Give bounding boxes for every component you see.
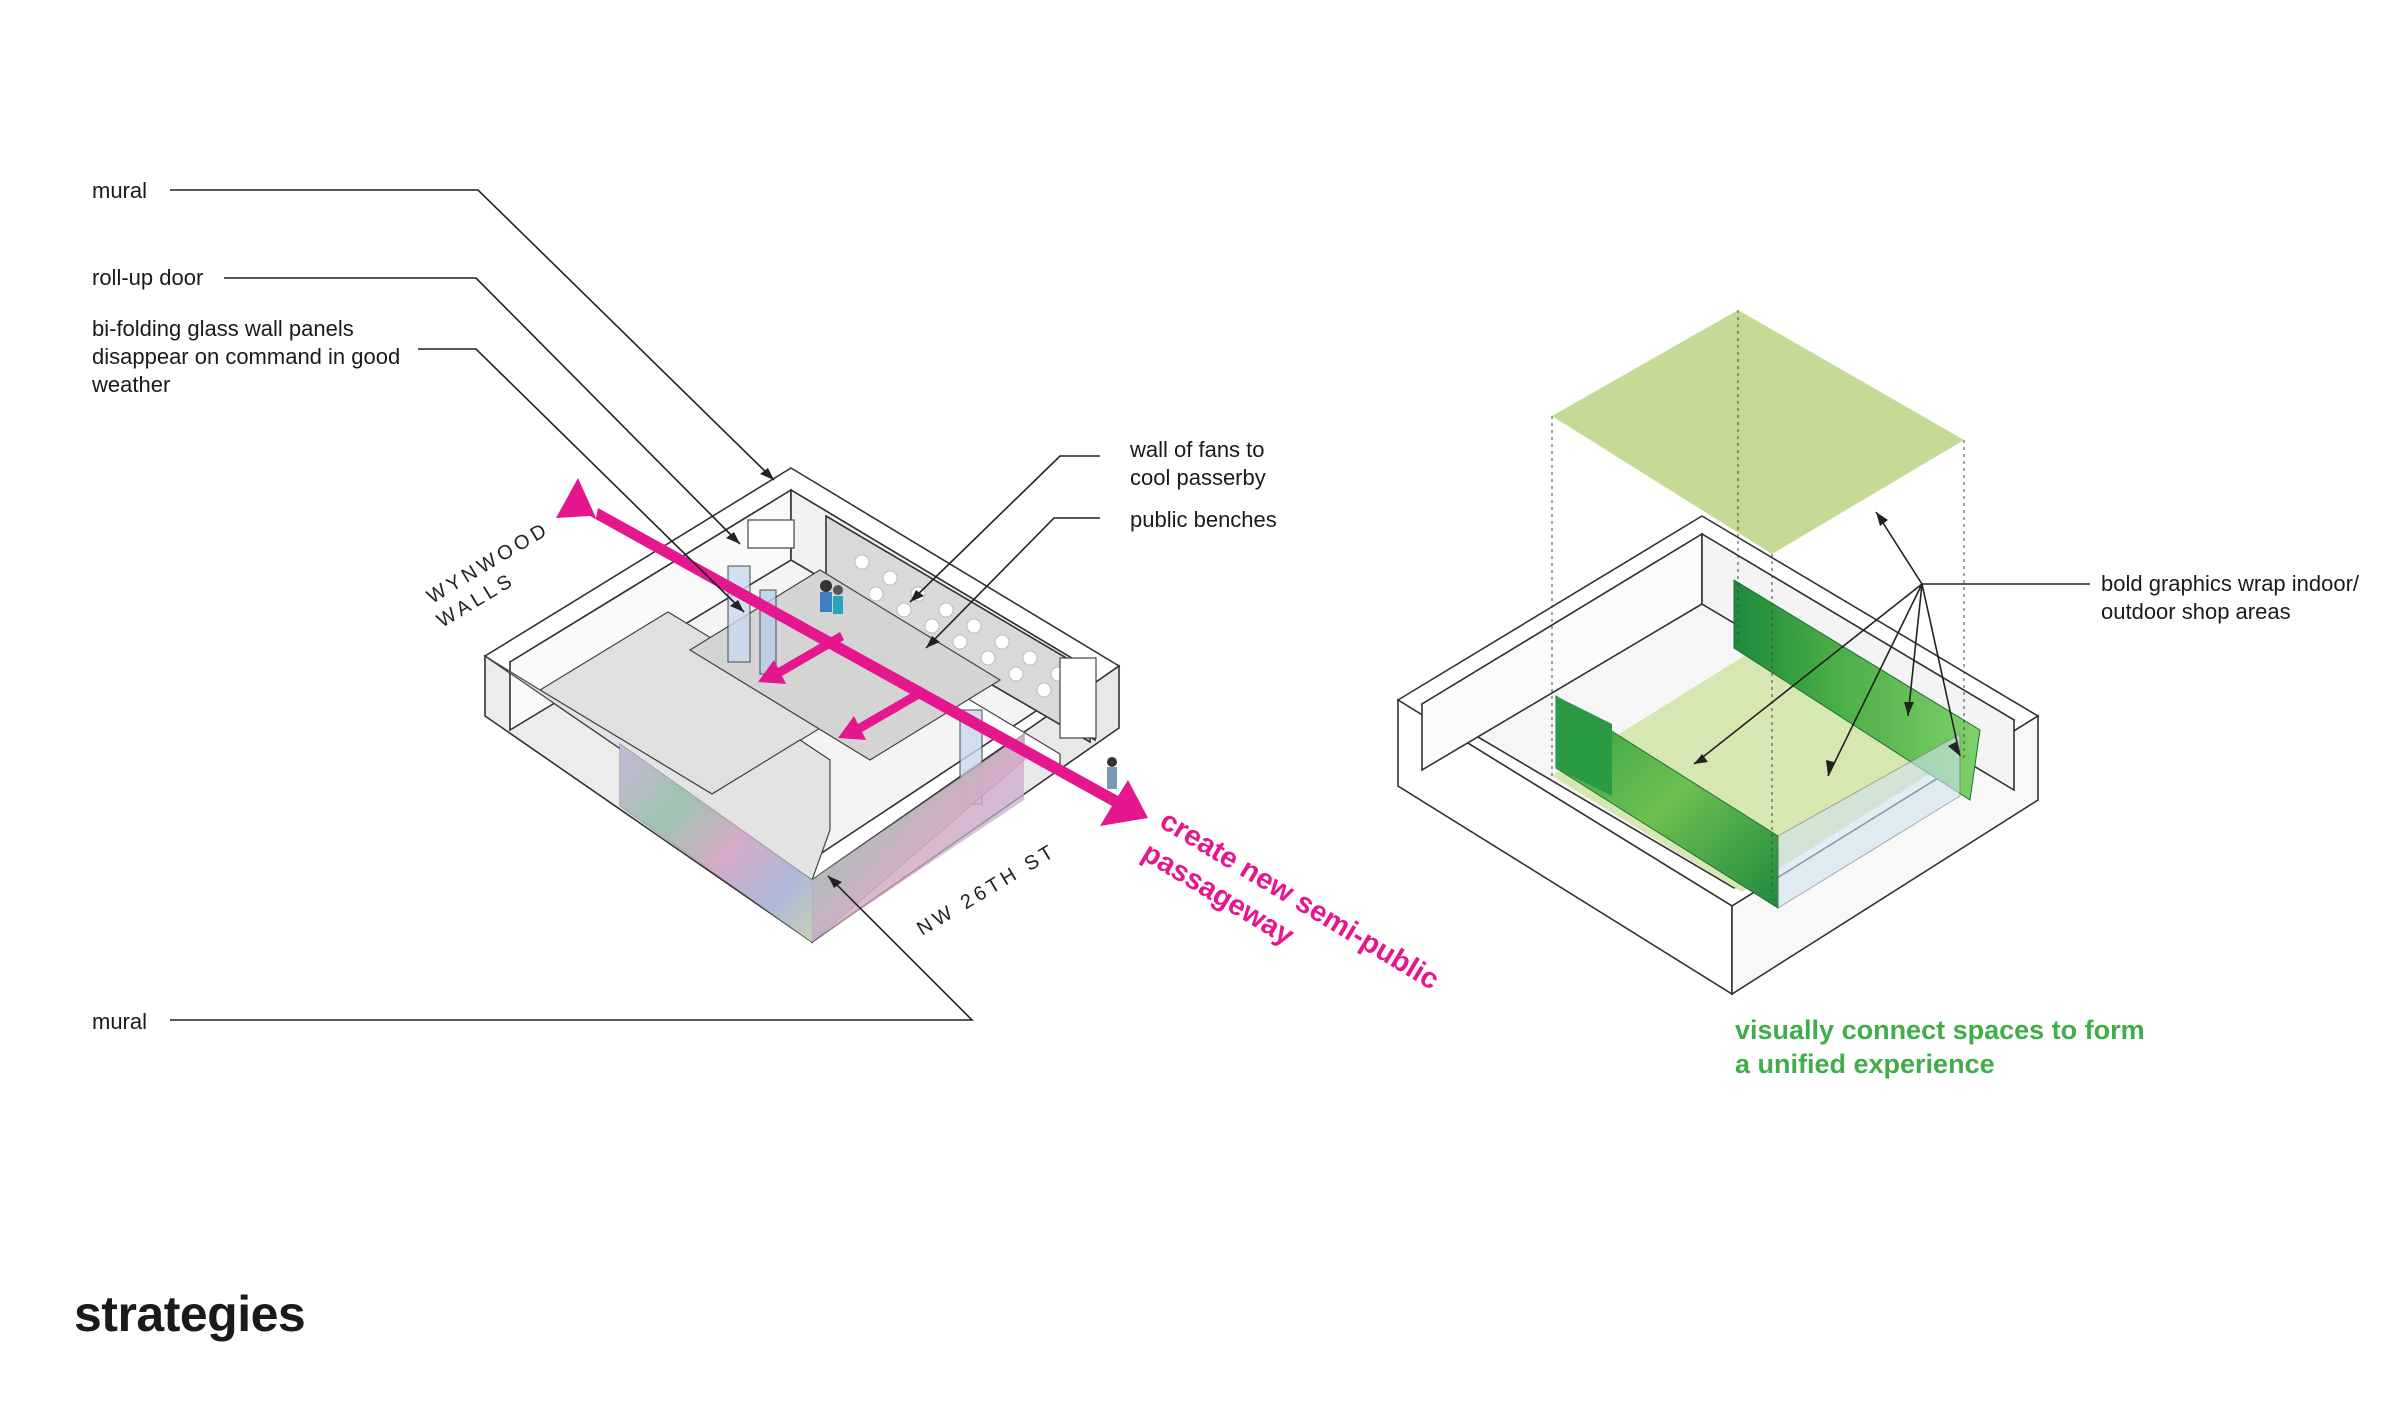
passage-arrows: [556, 478, 1148, 826]
leader-fans: [909, 455, 1100, 603]
label-wall-of-fans: wall of fans to cool passerby: [1130, 437, 1266, 490]
mural-panel-right: [812, 734, 1024, 942]
mural-panel-lower: [620, 744, 812, 942]
roll-up-door: [747, 519, 795, 549]
label-public-benches: public benches: [1130, 507, 1277, 532]
leader-mural-bottom: [170, 875, 974, 1021]
label-rollup-door: roll-up door: [92, 265, 204, 290]
connect-caption: visually connect spaces to form a unifie…: [1735, 1015, 2145, 1079]
main-passage-arrow: [556, 478, 1148, 826]
left-leaders: [170, 189, 1100, 1021]
branch-arrow-2: [838, 688, 924, 740]
green-graphic-back: [1733, 579, 1981, 801]
left-interior: [484, 519, 1097, 881]
doorway-frame: [1059, 657, 1097, 739]
label-bold-graphics: bold graphics wrap indoor/ outdoor shop …: [2101, 571, 2360, 624]
projection-lines: [1551, 310, 1965, 892]
interior-block-mass: [484, 655, 831, 881]
leader-bifolding: [418, 348, 745, 613]
people: [820, 580, 1117, 789]
leader-mural-top: [170, 189, 775, 481]
leader-rollup: [224, 277, 741, 545]
leader-arrowheads-left: [726, 468, 940, 888]
right-leaders: [1693, 511, 2090, 777]
label-mural-top: mural: [92, 178, 148, 203]
glass-overlay: [1777, 733, 1961, 909]
leader-arrowheads-right: [1694, 512, 1960, 776]
glass-panel-1: [727, 565, 751, 663]
label-mural-bottom: mural: [92, 1009, 148, 1034]
page-title: strategies: [74, 1286, 306, 1342]
label-bifolding-panels: bi-folding glass wall panels disappear o…: [92, 316, 401, 397]
branch-arrow-1: [758, 632, 844, 684]
leader-benches: [925, 517, 1100, 649]
green-graphic-left: [1556, 696, 1612, 796]
floating-roof: [1552, 310, 1964, 554]
